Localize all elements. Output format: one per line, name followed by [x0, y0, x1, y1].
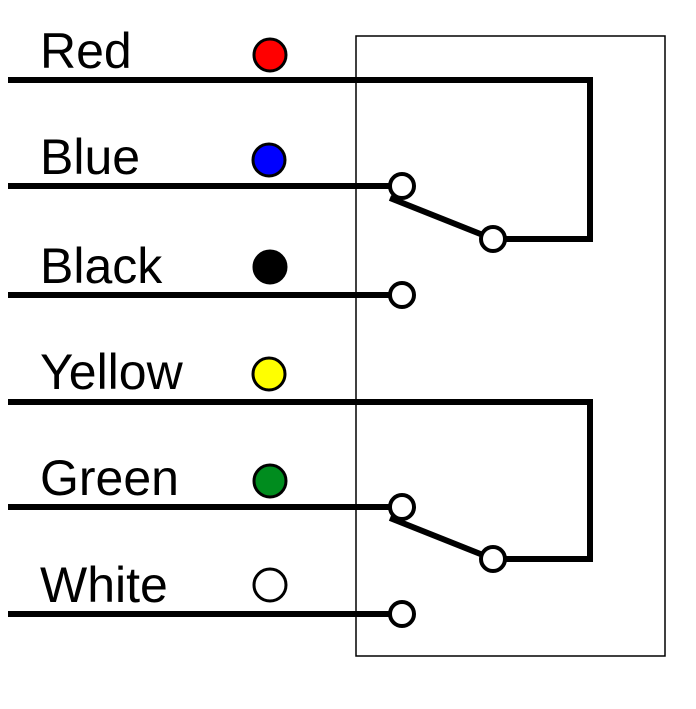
switch-housing	[355, 35, 666, 657]
switch-pole-1	[8, 77, 593, 309]
switch-pole-2	[8, 399, 593, 628]
pole-2-terminal-green	[388, 493, 416, 521]
pole-2-switch-arm	[388, 515, 495, 562]
color-dot-red	[252, 37, 288, 73]
pole-1-terminal-black	[388, 281, 416, 309]
wire-label-yellow: Yellow	[40, 344, 184, 400]
wire-label-black: Black	[40, 238, 163, 294]
pole-1-switch-arm	[388, 195, 495, 242]
wire-label-green: Green	[40, 450, 179, 506]
wire-label-blue: Blue	[40, 129, 140, 185]
pole-1-terminal-common	[479, 225, 507, 253]
color-dot-black	[252, 249, 288, 285]
pole-2-terminal-common	[479, 545, 507, 573]
wire-label-red: Red	[40, 23, 132, 79]
color-dot-yellow	[251, 356, 287, 392]
pole-1-terminal-blue	[388, 172, 416, 200]
color-dot-white	[252, 567, 288, 603]
wire-label-white: White	[40, 557, 168, 613]
color-dot-green	[252, 463, 288, 499]
color-dot-blue	[251, 142, 287, 178]
pole-2-terminal-white	[388, 600, 416, 628]
